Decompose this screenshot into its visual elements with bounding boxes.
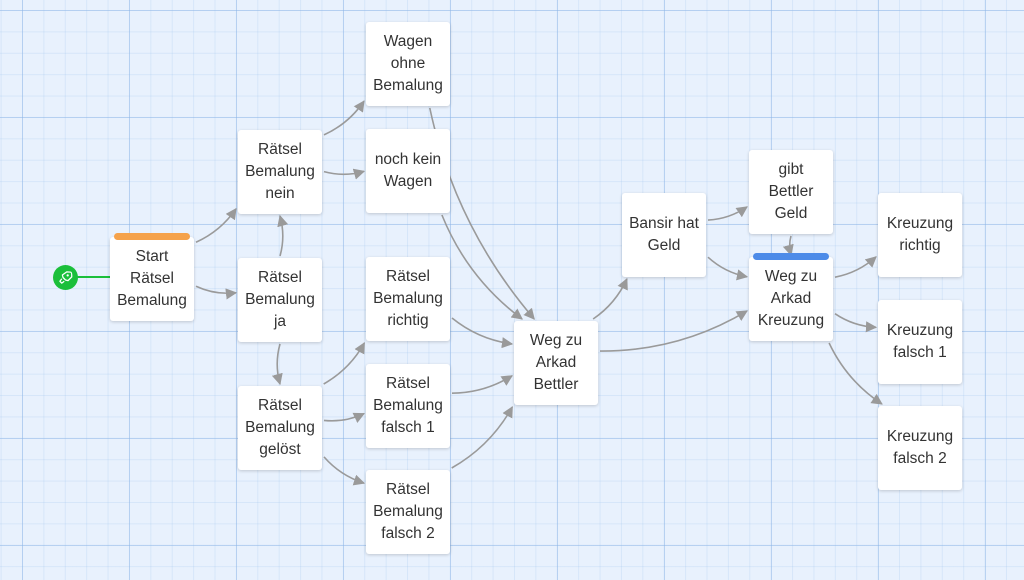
passage-label: Rätsel Bemalung falsch 2 xyxy=(373,481,443,542)
start-link xyxy=(77,276,110,278)
passage-raetsel-falsch-2[interactable]: Rätsel Bemalung falsch 2 xyxy=(366,470,450,554)
passage-label: Weg zu Arkad Kreuzung xyxy=(757,268,825,329)
passage-label: Kreuzung falsch 2 xyxy=(886,428,954,467)
start-passage-marker[interactable] xyxy=(53,265,78,290)
passage-label: Rätsel Bemalung ja xyxy=(245,269,315,330)
passage-kreuzung-richtig[interactable]: Kreuzung richtig xyxy=(878,193,962,277)
link-arrow xyxy=(592,277,628,320)
link-arrow xyxy=(828,342,883,405)
passage-label: Wagen ohne Bemalung xyxy=(373,33,443,94)
link-arrow xyxy=(441,214,523,320)
passage-label: Kreuzung falsch 1 xyxy=(886,322,954,361)
passage-label: Rätsel Bemalung gelöst xyxy=(245,397,315,458)
link-arrow xyxy=(834,313,878,333)
passage-weg-zu-arkad-kreuzung[interactable]: Weg zu Arkad Kreuzung xyxy=(749,253,833,341)
passage-label: Bansir hat Geld xyxy=(629,215,699,254)
link-arrow xyxy=(451,317,514,349)
passage-label: Weg zu Arkad Bettler xyxy=(529,332,583,393)
passage-raetsel-ja[interactable]: Rätsel Bemalung ja xyxy=(238,258,322,342)
passage-raetsel-nein[interactable]: Rätsel Bemalung nein xyxy=(238,130,322,214)
passage-gibt-bettler-geld[interactable]: gibt Bettler Geld xyxy=(749,150,833,234)
link-arrow xyxy=(323,412,366,423)
passage-raetsel-falsch-1[interactable]: Rätsel Bemalung falsch 1 xyxy=(366,364,450,448)
link-arrow xyxy=(707,256,749,281)
link-arrow xyxy=(271,343,283,386)
tag-marker xyxy=(753,253,829,260)
passage-noch-kein-wagen[interactable]: noch kein Wagen xyxy=(366,129,450,213)
passage-raetsel-richtig[interactable]: Rätsel Bemalung richtig xyxy=(366,257,450,341)
link-arrow xyxy=(323,456,366,486)
link-arrow xyxy=(451,406,513,469)
passage-wagen-ohne-bemalung[interactable]: Wagen ohne Bemalung xyxy=(366,22,450,106)
passage-label: Rätsel Bemalung nein xyxy=(245,141,315,202)
link-arrow xyxy=(323,168,366,180)
passage-kreuzung-falsch-2[interactable]: Kreuzung falsch 2 xyxy=(878,406,962,490)
passage-raetsel-geloest[interactable]: Rätsel Bemalung gelöst xyxy=(238,386,322,470)
passage-label: noch kein Wagen xyxy=(374,151,442,190)
link-arrow xyxy=(707,206,748,221)
passage-bansir-hat-geld[interactable]: Bansir hat Geld xyxy=(622,193,706,277)
link-arrow xyxy=(195,207,237,243)
passage-label: Start Rätsel Bemalung xyxy=(117,248,187,309)
passage-label: gibt Bettler Geld xyxy=(768,161,814,222)
link-arrow xyxy=(277,214,289,257)
link-arrow xyxy=(323,342,366,385)
link-arrow xyxy=(834,256,877,278)
passage-label: Rätsel Bemalung richtig xyxy=(373,268,443,329)
passage-weg-zu-arkad-bettler[interactable]: Weg zu Arkad Bettler xyxy=(514,321,598,405)
link-arrow xyxy=(323,100,365,136)
tag-marker xyxy=(114,233,190,240)
passage-label: Kreuzung richtig xyxy=(886,215,954,254)
passage-start[interactable]: Start Rätsel Bemalung xyxy=(110,233,194,321)
passage-kreuzung-falsch-1[interactable]: Kreuzung falsch 1 xyxy=(878,300,962,384)
link-arrow xyxy=(451,375,513,395)
rocket-icon xyxy=(59,271,73,284)
passage-label: Rätsel Bemalung falsch 1 xyxy=(373,375,443,436)
link-arrow xyxy=(195,285,238,300)
link-arrow xyxy=(599,310,748,352)
